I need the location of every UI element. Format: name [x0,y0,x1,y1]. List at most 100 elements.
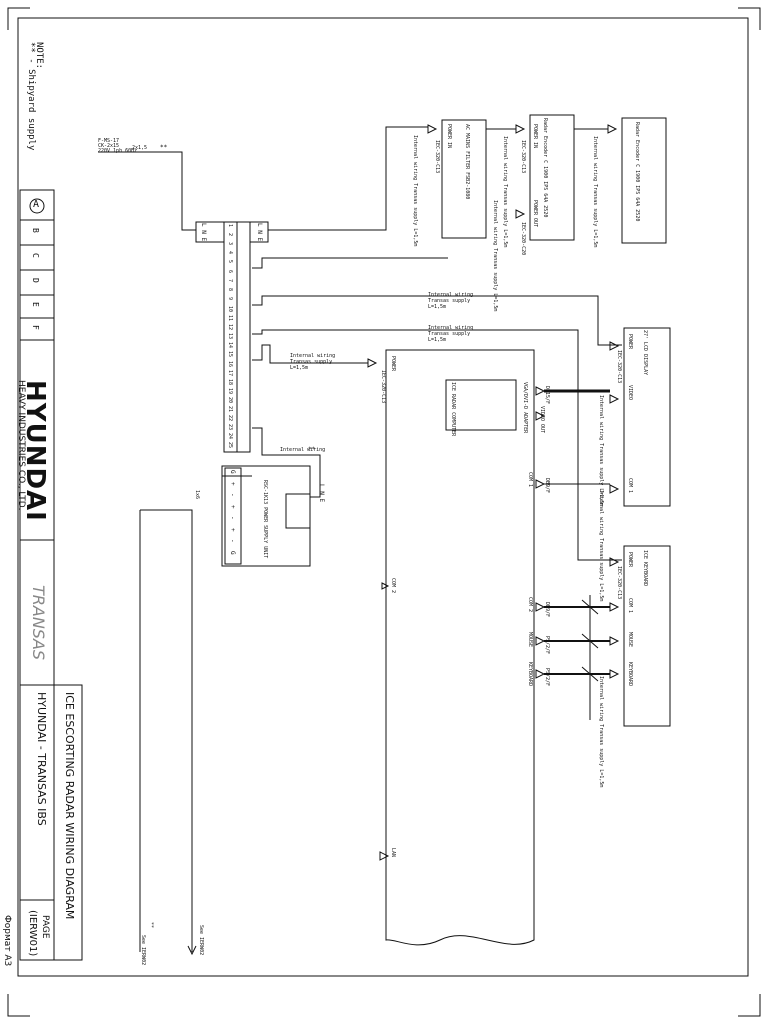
computer-com2: COM 2 [390,578,396,594]
filter-name: AC MAINS FILTER FSB2-1080 [464,124,470,200]
feed-line-2: CK-2x15 [98,143,120,149]
psu-pin: + [229,504,236,509]
feed-line-3: 220V 1ph 60Hz [98,148,138,154]
computer-port: POWER [390,356,396,372]
psu-lne: L N E [318,484,325,503]
terminal-number: 10 [227,305,233,312]
terminal-number: 6 [227,269,233,273]
encoder-name: Radar Encoder C 1900 IPS 64A 2520 [542,118,548,218]
psu-pin: - [229,493,236,497]
computer-port-type-video: DB15/F [544,386,550,405]
encoder-wiring: Internal wiring Transas supply L=1,5m [502,136,508,248]
computer-port-com1: COM 1 [527,472,533,488]
wire-label-psu: Internal wiring [280,447,326,453]
keyboard-wiring: Internal wiring Transas supply L=1,5m [598,676,604,788]
keyboard-port-kbd: KEYBOARD [627,662,633,687]
terminal-number: 9 [227,296,233,300]
page-code: (IERW01) [27,910,38,957]
terminal-number: 14 [227,342,233,349]
terminal-number: 13 [227,333,233,340]
terminal-number: 2 [227,233,233,237]
computer-video-out: VIDEO OUT [539,406,545,434]
display-port-video: VIDEO [627,385,633,401]
feed-mark: ** [160,144,168,151]
device-keyboard [623,545,671,727]
revision-row-label: B [31,228,40,233]
encoder-port-out: POWER OUT [532,200,538,228]
computer-lan: LAN [390,848,396,858]
terminal-number: 20 [227,396,233,403]
computer-port-mouse: MOUSE [527,632,533,648]
wire-label-display: Internal wiring Transas supply L=1,5m [428,292,474,310]
keyboard-port-mouse: MOUSE [627,632,633,648]
keyboard-cable: IEC-320-C13 [616,566,622,600]
keyboard-port-power: POWER [627,552,633,568]
terminal-number: 5 [227,260,233,264]
note-text: ** - Shipyard supply [26,42,36,151]
device-encoder [529,114,575,241]
computer-name: ICE RADAR COMPUTER [450,382,456,437]
wire-label-keyboard: Internal wiring Transas supply L=1,5m [428,325,474,343]
computer-port-type-com2: DB9/F [544,602,550,618]
terminal-number: 7 [227,278,233,282]
filter-wiring: Internal wiring Transas supply L=1,5m [412,135,418,247]
device-computer [385,349,535,946]
page-label: PAGE [40,915,50,939]
encoder-cable-out: IEC-320-C20 [520,222,526,256]
computer-board: VGA/DVI-D ADAPTER [522,382,528,434]
device-display [623,327,671,507]
bottom-ref-b: See IERW02 [198,925,204,956]
computer-port-kbd: KEYBOARD [527,662,533,687]
bottom-ref-a: See IERW02 [140,935,146,966]
device-encoder-source [621,117,667,244]
terminal-number: 21 [227,406,233,413]
revision-marker: A [33,199,40,210]
psu-pin: - [229,539,236,543]
psu-pin: + [229,481,236,486]
psu-name: RSC-1K13 POWER SUPPLY UNIT [262,480,268,559]
revision-marker-circle [29,198,45,214]
computer-port-type-com1: DB9/F [544,478,550,494]
psu-pin: G [229,470,236,474]
display-name: 27' LCD DISPLAY [642,330,648,376]
computer-port-com2: COM 2 [527,597,533,613]
psu-pin: + [229,527,236,532]
encoder-source-name: Radar Encoder C 1900 IPS 64A 2520 [634,122,640,222]
encoder-cable-in: IEC-320-C13 [520,140,526,174]
computer-cable: IEC-320-C13 [380,370,386,404]
display-cable: IEC-320-C13 [616,350,622,384]
terminal-number: 16 [227,360,233,367]
revision-row-label: E [31,302,40,307]
keyboard-port-com: COM 1 [627,598,633,614]
terminal-number: 25 [227,442,233,449]
terminal-number: 8 [227,287,233,291]
partner-logo: TRANSAS [29,585,48,661]
display-port-com: COM 1 [627,478,633,494]
keyboard-name: ICE KEYBOARD [642,550,648,587]
terminal-number: 18 [227,378,233,385]
bottom-mark: ** [148,922,154,929]
sheet-format: Формат А3 [2,915,12,967]
terminal-number: 19 [227,387,233,394]
encoder-port-in: POWER IN [532,124,538,149]
revision-row-label: D [31,278,40,283]
psu-pin: - [229,516,236,520]
terminal-number: 1 [227,224,233,228]
drawing-title: ICE ESCORTING RADAR WIRING DIAGRAM [63,692,76,920]
computer-port-type-kbd: PS/2/F [544,668,550,687]
encoder-wiring-out: Internal wiring Transas supply L=1,5m [492,200,498,312]
terminal-number: 15 [227,351,233,358]
encoder-source-wiring: Internal wiring Transas supply L=1,5m [592,136,598,248]
terminal-number: 3 [227,242,233,246]
terminal-lne-out [249,221,269,243]
device-filter [441,119,487,239]
corner-mark-bl [7,994,30,1017]
revision-row-label: F [31,325,40,330]
terminal-lne-in [195,221,225,243]
psu-mark: 1x6 [194,490,200,500]
filter-port: POWER IN [446,124,452,149]
terminal-number: 22 [227,415,233,422]
project-name: HYUNDAI - TRANSAS IBS [35,692,48,826]
